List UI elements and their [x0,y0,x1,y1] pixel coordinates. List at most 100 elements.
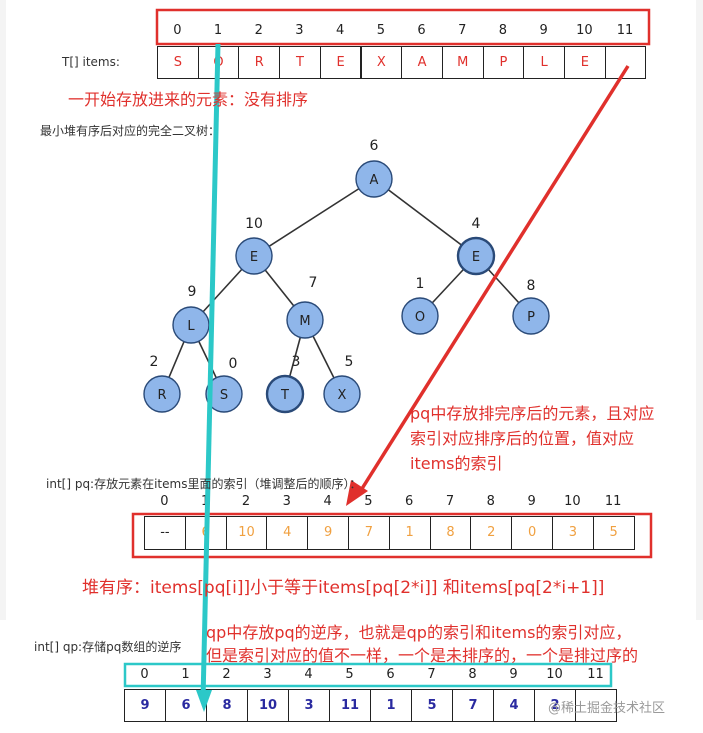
pq_array-index-9: 9 [527,494,536,509]
items_array-index-3: 3 [295,23,304,38]
tree-node-pq-value-5: 1 [416,276,425,292]
tree-node-letter-9: T [280,388,289,403]
tree-node-letter-2: E [472,250,480,265]
pq_array-cell-1: 6 [184,516,227,550]
note-pq-line1: pq中存放排完序后的元素，且对应 [410,404,655,423]
tree-node-pq-value-4: 7 [309,275,318,291]
tree-node-pq-value-6: 8 [527,278,536,294]
items_array-index-6: 6 [417,23,426,38]
qp_array-cell-0: 9 [124,689,166,722]
items_array-cell-2: R [238,46,281,79]
tree-edge-6 [161,324,192,395]
tree-edge-2 [190,255,255,326]
items_array-cell-5: X [360,46,403,79]
tree-node-pq-value-3: 9 [188,284,197,300]
tree-edge-4 [419,255,477,317]
tree-node-letter-4: M [299,314,310,329]
qp_array-cell-5: 11 [329,689,371,722]
pq_array-index-3: 3 [282,494,291,509]
qp_array-index-9: 9 [509,667,518,682]
tree-node-pq-value-10: 5 [345,354,354,370]
heap-rule: 堆有序：items[pq[i]]小于等于items[pq[2*i]] 和item… [82,578,605,598]
tree-edge-3 [253,255,306,321]
qp-label: int[] qp:存储pq数组的逆序 [34,640,182,654]
tree-node-letter-0: A [370,173,379,188]
pq_array-cell-9: 0 [511,516,553,550]
pq_array-index-5: 5 [364,494,373,509]
tree-node-pq-value-8: 0 [229,356,238,372]
tree-node-4 [286,301,324,339]
items-label: T[] items: [62,55,120,69]
items_array-index-10: 10 [576,23,593,38]
items_array-index-4: 4 [336,23,345,38]
qp_array-cell-4: 3 [288,689,330,722]
items_array-index-8: 8 [498,23,508,38]
pq_array-index-6: 6 [405,494,414,509]
qp_array-index-5: 5 [345,667,354,682]
tree-node-letter-7: R [157,388,166,403]
pq_array-index-1: 1 [201,494,210,509]
qp_array-index-8: 8 [468,667,477,682]
pq_array-index-0: 0 [160,494,169,509]
tree-edge-9 [304,319,343,395]
pq-label: int[] pq:存放元素在items里面的索引（堆调整后的顺序）： [46,477,362,491]
items_array-index-9: 9 [539,23,548,38]
tree-edge-8 [284,319,306,395]
pq_array-cell-2: 10 [225,516,268,550]
items_array-index-11: 11 [616,23,634,38]
items_array-cell-10: E [564,46,606,79]
pq_array-cell-11: 5 [592,516,635,550]
qp_array-cell-9: 4 [493,689,535,722]
note-qp-line1: qp中存放pq的逆序，也就是qp的索引和items的索引对应， [206,623,632,642]
pq_array-index-8: 8 [486,494,495,509]
tree-node-letter-5: O [415,310,425,325]
tree-edge-5 [475,255,532,317]
tree-node-letter-3: L [187,319,195,334]
heap-title: 最小堆有序后对应的完全二叉树： [40,124,221,138]
pq_array-cell-8: 2 [470,516,513,550]
items_array-index-0: 0 [173,23,182,38]
tree-node-pq-value-7: 2 [150,354,159,370]
pq_array-index-4: 4 [323,494,332,509]
note-qp-line2: 但是索引对应的值不一样，一个是未排序的，一个是排过序的 [206,646,639,665]
tree-node-8 [205,375,243,413]
items_array-cell-9: L [523,46,565,79]
qp_array-cell-11 [575,689,617,722]
tree-node-pq-value-9: 3 [292,354,301,370]
qp_array-index-0: 0 [140,667,149,682]
qp_array-cell-7: 5 [411,689,453,722]
tree-node-3 [172,306,210,344]
qp_array-cell-1: 6 [165,689,207,722]
tree-node-pq-value-0: 6 [370,138,379,154]
qp_array-cell-6: 1 [370,689,412,722]
qp_array-cell-3: 10 [247,689,289,722]
pq_array-index-2: 2 [241,494,251,509]
qp_array-index-6: 6 [386,667,395,682]
note-pq-line3: items的索引 [410,454,503,473]
pq_array-cell-0: -- [144,516,186,550]
pq_array-cell-7: 8 [429,516,472,550]
items_array-cell-0: S [157,46,199,79]
tree-node-pq-value-1: 10 [245,216,263,232]
pq_array-cell-10: 3 [552,516,594,550]
pq_array-index-10: 10 [564,494,581,509]
tree-node-6 [512,297,550,335]
qp_array-index-1: 1 [181,667,190,682]
pq_array-cell-5: 7 [348,516,390,550]
qp_array-index-11: 11 [587,667,604,682]
watermark: @稀土掘金技术社区 [548,701,666,716]
tree-edge-1 [373,178,477,257]
tree-node-letter-10: X [338,388,347,403]
items_array-cell-11 [604,46,647,79]
pq_array-cell-6: 1 [388,516,431,550]
note-unsorted: 一开始存放进来的元素：没有排序 [68,90,309,109]
tree-node-letter-1: E [250,250,258,265]
items_array-cell-7: M [441,46,484,79]
pq_array-cell-4: 9 [307,516,349,550]
items_array-cell-6: A [401,46,443,79]
tree-node-5 [401,297,439,335]
tree-node-letter-6: P [527,310,535,325]
items_array-index-7: 7 [458,23,467,38]
qp_array-index-2: 2 [222,667,231,682]
cyan-pointer-line [200,43,221,701]
